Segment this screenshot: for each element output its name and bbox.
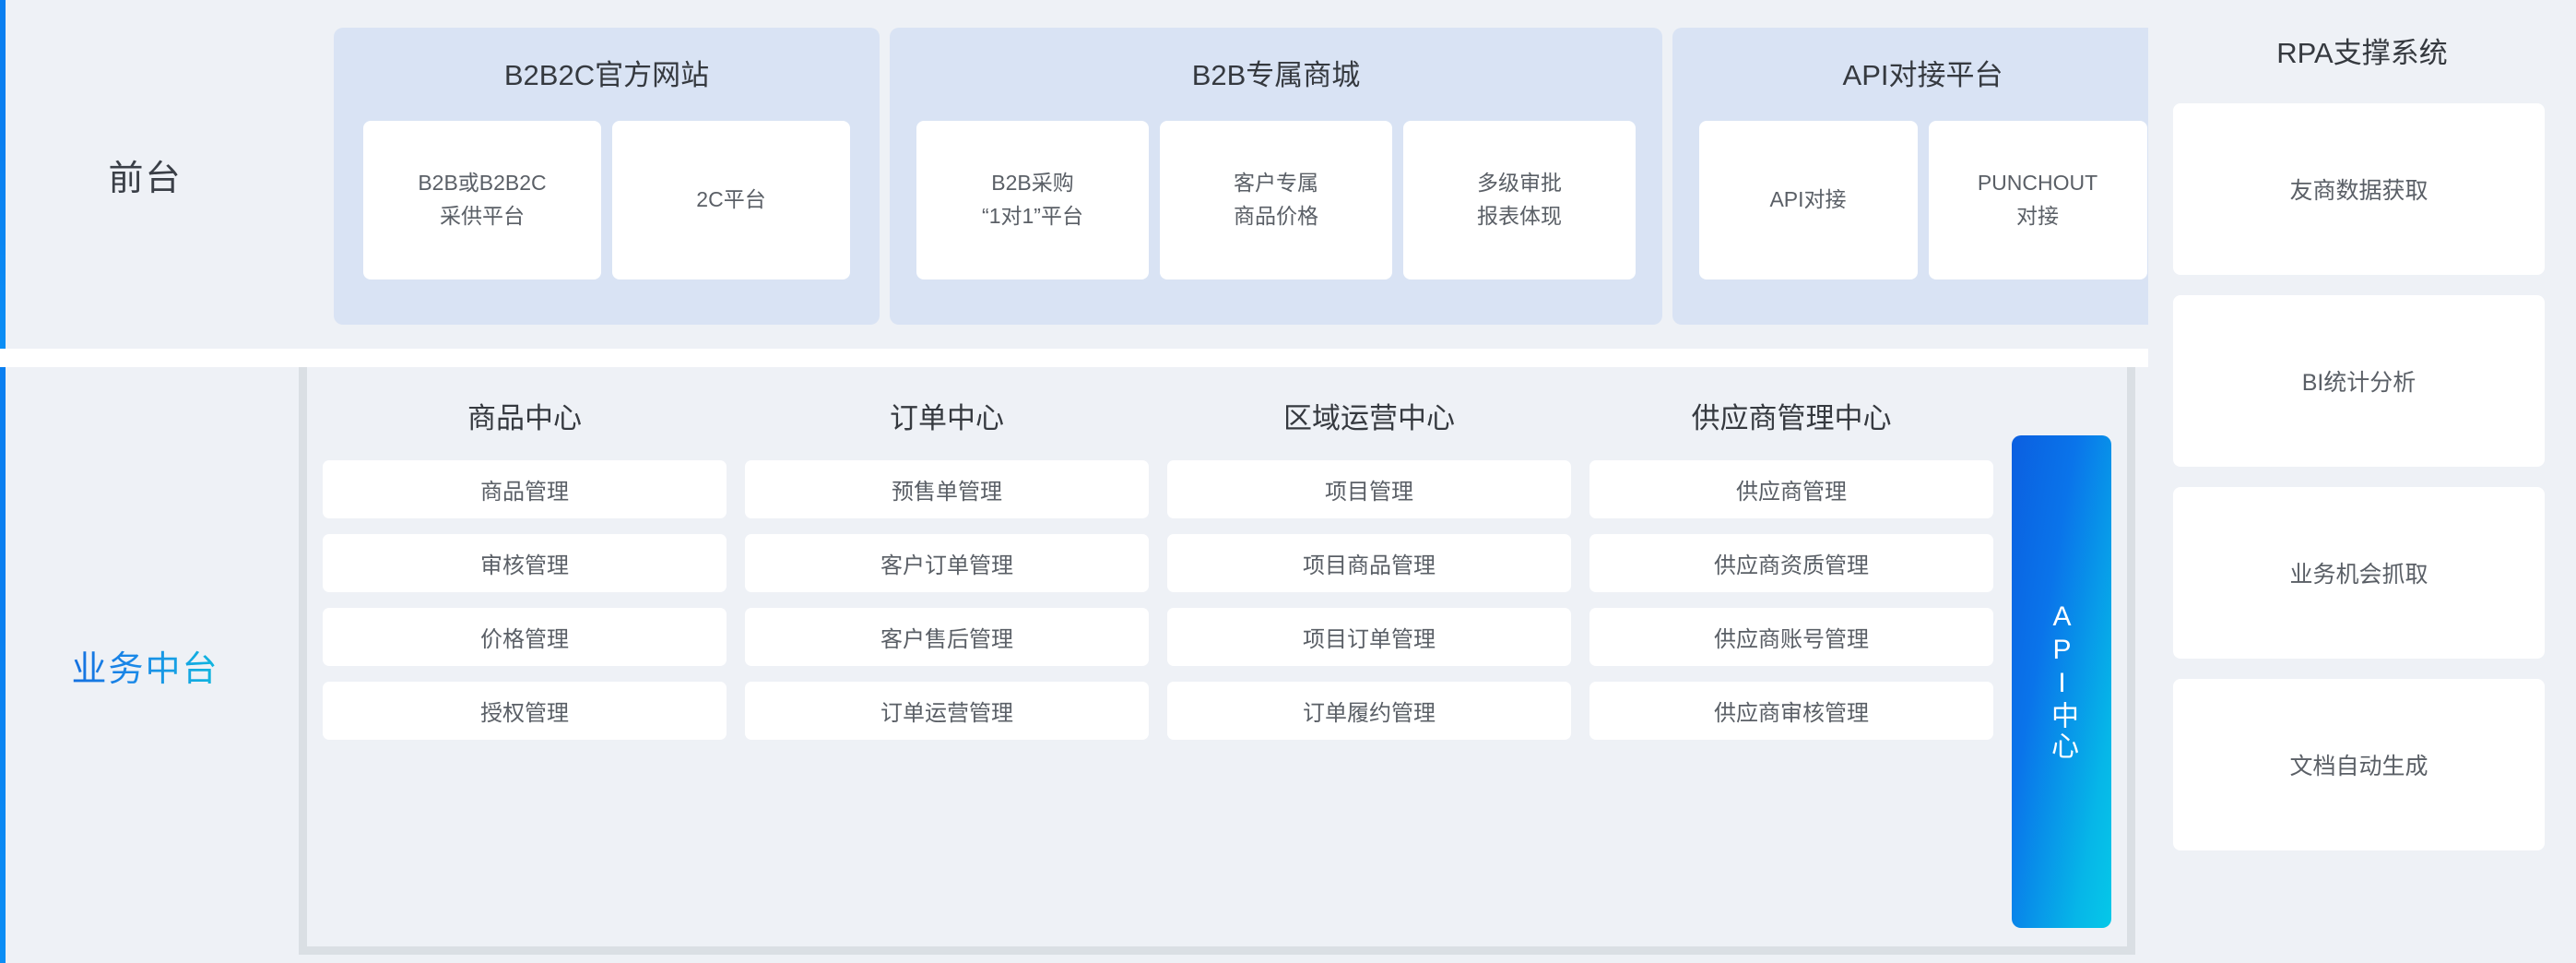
row-label-front-stage-text: 前台 [108, 159, 183, 198]
panel-tiles: B2B或B2B2C 采供平台 2C平台 [334, 121, 880, 279]
center-item-product-management[interactable]: 商品管理 [323, 460, 727, 518]
tile-line1: 2C平台 [696, 187, 766, 212]
row-label-business-middle-platform: 业务中台 [0, 367, 290, 963]
api-center-label: API中心 [2047, 601, 2077, 762]
center-title: 供应商管理中心 [1691, 402, 1892, 434]
center-item-order-fulfillment-management[interactable]: 订单履约管理 [1167, 682, 1571, 740]
row-label-front-stage: 前台 [0, 0, 290, 349]
center-column-product: 商品中心 商品管理 审核管理 价格管理 授权管理 [323, 378, 727, 937]
front-stage-row: B2B2C官方网站 B2B或B2B2C 采供平台 2C平台 [290, 0, 2173, 349]
center-items: 供应商管理 供应商资质管理 供应商账号管理 供应商审核管理 [1589, 460, 1993, 740]
tile-line1: B2B或B2B2C [418, 171, 547, 196]
panel-tiles: B2B采购 “1对1”平台 客户专属 商品价格 多级审批 报表体现 [890, 121, 1662, 279]
business-middle-platform-row: 商品中心 商品管理 审核管理 价格管理 授权管理 订单中心 预售单管理 客户订单… [290, 367, 2148, 963]
rpa-title: RPA支撑系统 [2276, 37, 2448, 69]
front-stage-panels: B2B2C官方网站 B2B或B2B2C 采供平台 2C平台 [334, 28, 2173, 325]
panel-title: B2B2C官方网站 [503, 59, 710, 91]
center-item-authorization-management[interactable]: 授权管理 [323, 682, 727, 740]
panel-tiles: API对接 PUNCHOUT 对接 [1672, 121, 2173, 279]
tile-line2: “1对1”平台 [982, 204, 1083, 228]
rpa-card-list: 友商数据获取 BI统计分析 业务机会抓取 文档自动生成 [2173, 103, 2545, 850]
rpa-card-business-opportunity-capture[interactable]: 业务机会抓取 [2173, 487, 2545, 659]
center-items: 预售单管理 客户订单管理 客户售后管理 订单运营管理 [745, 460, 1149, 740]
row-label-business-middle-platform-text: 业务中台 [71, 640, 219, 691]
tile-line1: PUNCHOUT [1977, 171, 2098, 196]
center-item-project-order-management[interactable]: 项目订单管理 [1167, 608, 1571, 666]
rpa-card-document-auto-generation[interactable]: 文档自动生成 [2173, 679, 2545, 850]
tile-b2b-procurement-one-to-one-platform[interactable]: B2B采购 “1对1”平台 [916, 121, 1149, 279]
center-item-project-product-management[interactable]: 项目商品管理 [1167, 534, 1571, 592]
tile-line1: API对接 [1769, 187, 1847, 212]
panel-api-integration-platform[interactable]: API对接平台 API对接 PUNCHOUT 对接 [1672, 28, 2173, 325]
tile-api-integration[interactable]: API对接 [1698, 121, 1918, 279]
tile-line1: 多级审批 [1477, 171, 1562, 196]
center-title: 商品中心 [467, 402, 582, 434]
tile-2c-platform[interactable]: 2C平台 [612, 121, 850, 279]
center-column-regional-operations: 区域运营中心 项目管理 项目商品管理 项目订单管理 订单履约管理 [1167, 378, 1571, 937]
center-item-supplier-audit-management[interactable]: 供应商审核管理 [1589, 682, 1993, 740]
center-item-supplier-account-management[interactable]: 供应商账号管理 [1589, 608, 1993, 666]
rpa-card-competitor-data-acquisition[interactable]: 友商数据获取 [2173, 103, 2545, 275]
center-column-order: 订单中心 预售单管理 客户订单管理 客户售后管理 订单运营管理 [745, 378, 1149, 937]
middle-platform-columns: 商品中心 商品管理 审核管理 价格管理 授权管理 订单中心 预售单管理 客户订单… [323, 378, 2111, 937]
center-item-price-management[interactable]: 价格管理 [323, 608, 727, 666]
center-items: 项目管理 项目商品管理 项目订单管理 订单履约管理 [1167, 460, 1571, 740]
tile-line2: 报表体现 [1477, 204, 1562, 228]
center-item-project-management[interactable]: 项目管理 [1167, 460, 1571, 518]
tile-line2: 采供平台 [439, 204, 525, 228]
center-item-supplier-management[interactable]: 供应商管理 [1589, 460, 1993, 518]
api-center-bar[interactable]: API中心 [2012, 435, 2111, 928]
panel-b2b2c-official-website[interactable]: B2B2C官方网站 B2B或B2B2C 采供平台 2C平台 [334, 28, 880, 325]
tile-line1: B2B采购 [991, 171, 1074, 196]
center-item-customer-order-management[interactable]: 客户订单管理 [745, 534, 1149, 592]
center-items: 商品管理 审核管理 价格管理 授权管理 [323, 460, 727, 740]
center-item-order-operations-management[interactable]: 订单运营管理 [745, 682, 1149, 740]
tile-line1: 客户专属 [1234, 171, 1318, 196]
center-item-supplier-qualification-management[interactable]: 供应商资质管理 [1589, 534, 1993, 592]
center-item-audit-management[interactable]: 审核管理 [323, 534, 727, 592]
center-column-supplier-management: 供应商管理中心 供应商管理 供应商资质管理 供应商账号管理 供应商审核管理 [1589, 378, 1993, 937]
rpa-support-system-column: RPA支撑系统 友商数据获取 BI统计分析 业务机会抓取 文档自动生成 [2148, 0, 2576, 963]
center-title: 区域运营中心 [1283, 402, 1455, 434]
tile-customer-exclusive-product-price[interactable]: 客户专属 商品价格 [1160, 121, 1392, 279]
tile-line2: 商品价格 [1234, 204, 1318, 228]
middle-platform-container: 商品中心 商品管理 审核管理 价格管理 授权管理 订单中心 预售单管理 客户订单… [299, 367, 2135, 955]
tile-b2b-or-b2b2c-supply-platform[interactable]: B2B或B2B2C 采供平台 [363, 121, 601, 279]
panel-title: API对接平台 [1842, 59, 2003, 91]
center-item-customer-aftersales-management[interactable]: 客户售后管理 [745, 608, 1149, 666]
center-title: 订单中心 [890, 402, 1004, 434]
tile-punchout-integration[interactable]: PUNCHOUT 对接 [1928, 121, 2147, 279]
tile-multilevel-approval-report[interactable]: 多级审批 报表体现 [1403, 121, 1636, 279]
panel-b2b-exclusive-mall[interactable]: B2B专属商城 B2B采购 “1对1”平台 客户专属 商品价格 [890, 28, 1662, 325]
panel-title: B2B专属商城 [1191, 59, 1361, 91]
tile-line2: 对接 [2016, 204, 2059, 228]
rpa-card-bi-statistical-analysis[interactable]: BI统计分析 [2173, 295, 2545, 467]
center-item-presale-order-management[interactable]: 预售单管理 [745, 460, 1149, 518]
